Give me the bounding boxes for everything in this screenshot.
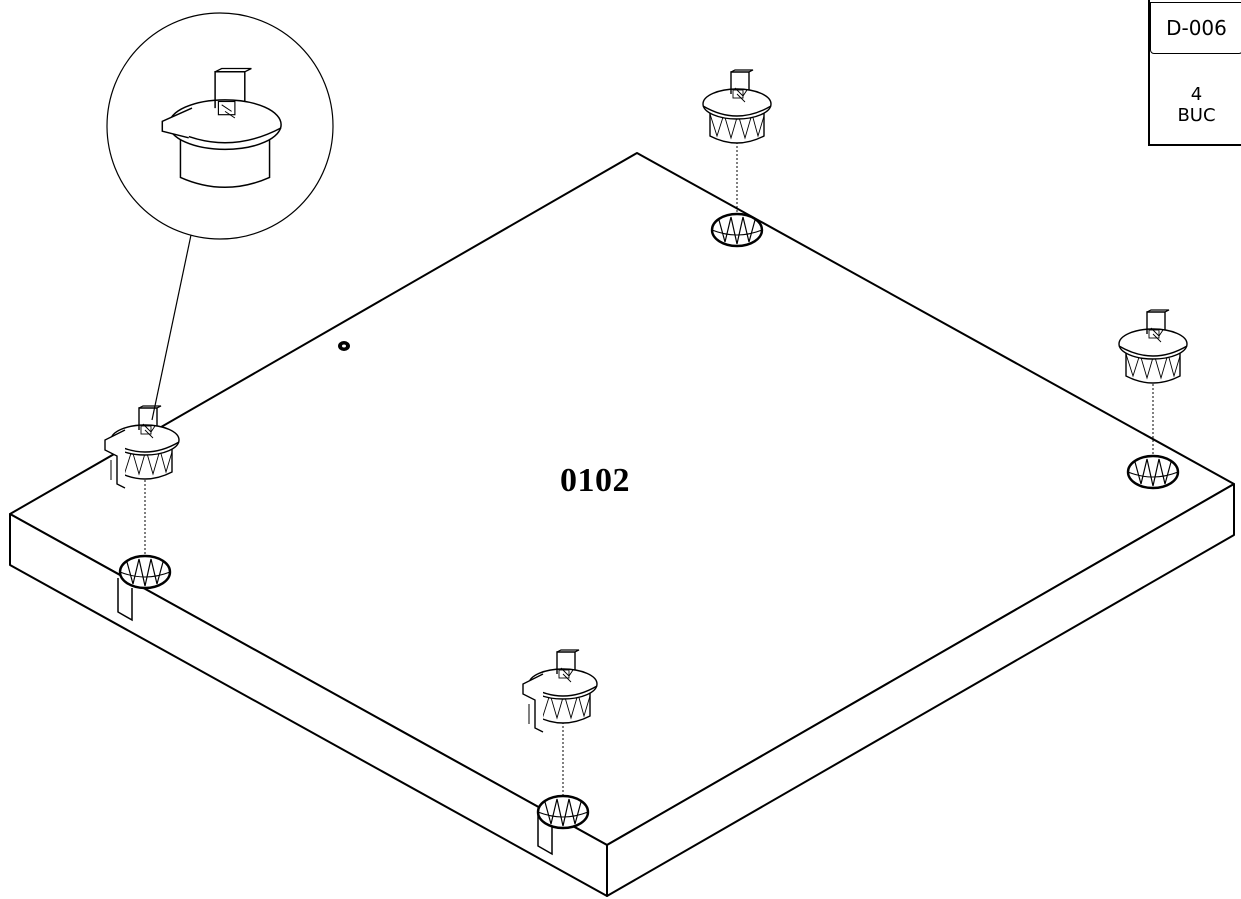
- drilled-hole-icon: [1126, 454, 1180, 490]
- hardware-code: D-006: [1150, 2, 1241, 54]
- panel-board: [9, 152, 1235, 897]
- hardware-quantity-block: 4 BUC: [1150, 84, 1241, 126]
- hardware-unit: BUC: [1177, 105, 1216, 126]
- dowel-hole-icon: [338, 341, 350, 351]
- detail-magnifier-icon: [106, 12, 334, 421]
- drilled-hole-icon: [536, 794, 590, 830]
- insertion-guide: [144, 142, 1154, 796]
- drilled-hole-icon: [118, 554, 172, 590]
- cam-lock-fitting-icon: [702, 69, 772, 144]
- drilled-hole-icon: [710, 212, 764, 248]
- hardware-quantity: 4: [1190, 84, 1203, 105]
- panel-part-number: 0102: [560, 462, 630, 499]
- hardware-info-box: D-006 4 BUC: [1148, 0, 1241, 146]
- cam-lock-fitting-icon: [1118, 309, 1188, 384]
